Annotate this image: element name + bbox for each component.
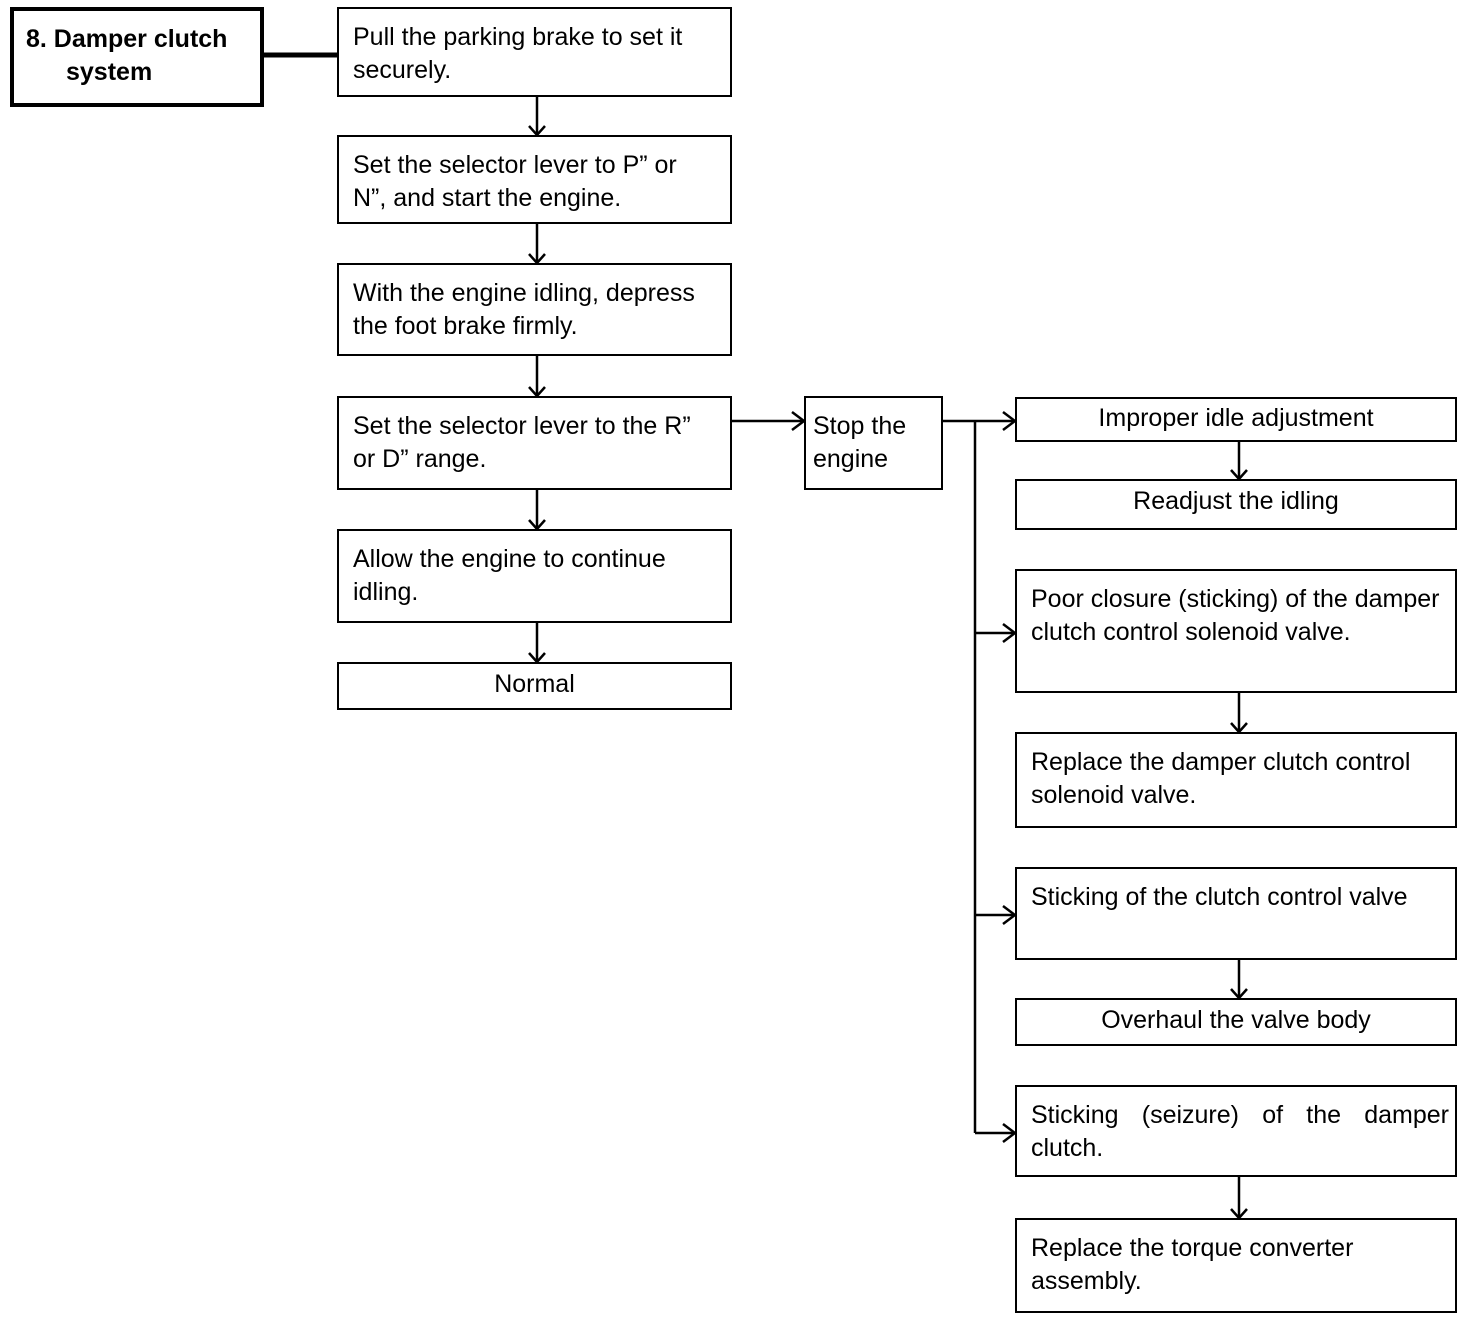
remedy-readjust-idling: Readjust the idling	[1015, 479, 1457, 530]
step-normal: Normal	[337, 662, 732, 710]
step-depress-brake: With the engine idling, depress the foot…	[337, 263, 732, 356]
title-line-2: system	[66, 58, 153, 86]
cause-damper-clutch-seizure: Sticking (seizure) of the damper clutch.	[1015, 1085, 1457, 1177]
title-line-1: 8. Damper clutch	[26, 25, 228, 53]
diagram-title: 8. Damper clutch system	[10, 7, 264, 107]
step-parking-brake: Pull the parking brake to set it securel…	[337, 7, 732, 97]
cause-solenoid-closure: Poor closure (sticking) of the damper cl…	[1015, 569, 1457, 693]
step-selector-p-n: Set the selector lever to P” or N”, and …	[337, 135, 732, 224]
remedy-replace-torque-converter: Replace the torque converter assembly.	[1015, 1218, 1457, 1313]
step-continue-idling: Allow the engine to continue idling.	[337, 529, 732, 623]
step-selector-r-d: Set the selector lever to the R” or D” r…	[337, 396, 732, 490]
remedy-replace-solenoid: Replace the damper clutch control soleno…	[1015, 732, 1457, 828]
cause-clutch-control-valve: Sticking of the clutch control valve	[1015, 867, 1457, 960]
cause-improper-idle: Improper idle adjustment	[1015, 397, 1457, 442]
remedy-overhaul-valve-body: Overhaul the valve body	[1015, 998, 1457, 1046]
stop-engine-box: Stop the engine	[804, 396, 943, 490]
